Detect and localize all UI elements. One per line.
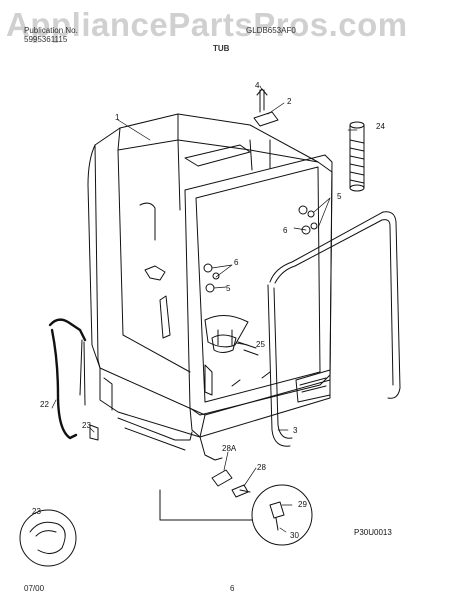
footer-date: 07/00	[24, 584, 45, 593]
callout-24: 24	[376, 122, 385, 131]
top-bracket	[249, 88, 279, 171]
callout-28: 28	[257, 463, 266, 472]
fasteners	[203, 205, 318, 293]
callout-1: 1	[115, 113, 120, 122]
switch-inset	[159, 484, 313, 546]
hose-clamp-inset	[19, 509, 77, 567]
callout-23-hose: 23	[82, 421, 91, 430]
vent-spring	[349, 121, 365, 192]
tub-top-vent-slot	[184, 144, 251, 167]
float-switch	[211, 469, 251, 498]
callout-22: 22	[40, 400, 49, 409]
callout-leaders	[51, 85, 358, 533]
model-number: GLDB653AF0	[246, 26, 296, 35]
front-frame	[184, 154, 333, 438]
watermark: AppliancePartsPros.com	[6, 6, 408, 43]
publication-label: Publication No.	[24, 26, 78, 35]
footer-page-number: 6	[230, 584, 235, 593]
callout-5-lower: 5	[226, 284, 231, 293]
callout-3: 3	[293, 426, 298, 435]
section-title: TUB	[213, 44, 230, 53]
callout-23-inset: 23	[32, 507, 41, 516]
drain-hose	[48, 318, 87, 440]
callout-6-lower: 6	[234, 258, 239, 267]
callout-25: 25	[256, 340, 265, 349]
door-gasket	[267, 211, 401, 447]
callout-6-upper: 6	[283, 226, 288, 235]
tub-body	[87, 113, 333, 416]
diagram-code: P30U0013	[354, 528, 392, 537]
callout-28a: 28A	[222, 444, 237, 453]
callout-5-upper: 5	[337, 192, 342, 201]
tub-sump	[204, 315, 249, 348]
callout-4: 4	[255, 81, 260, 90]
callout-30: 30	[290, 531, 299, 540]
callout-29: 29	[298, 500, 307, 509]
tub-base	[99, 367, 223, 461]
callout-2: 2	[287, 97, 292, 106]
publication-number: 5995361115	[24, 35, 68, 44]
